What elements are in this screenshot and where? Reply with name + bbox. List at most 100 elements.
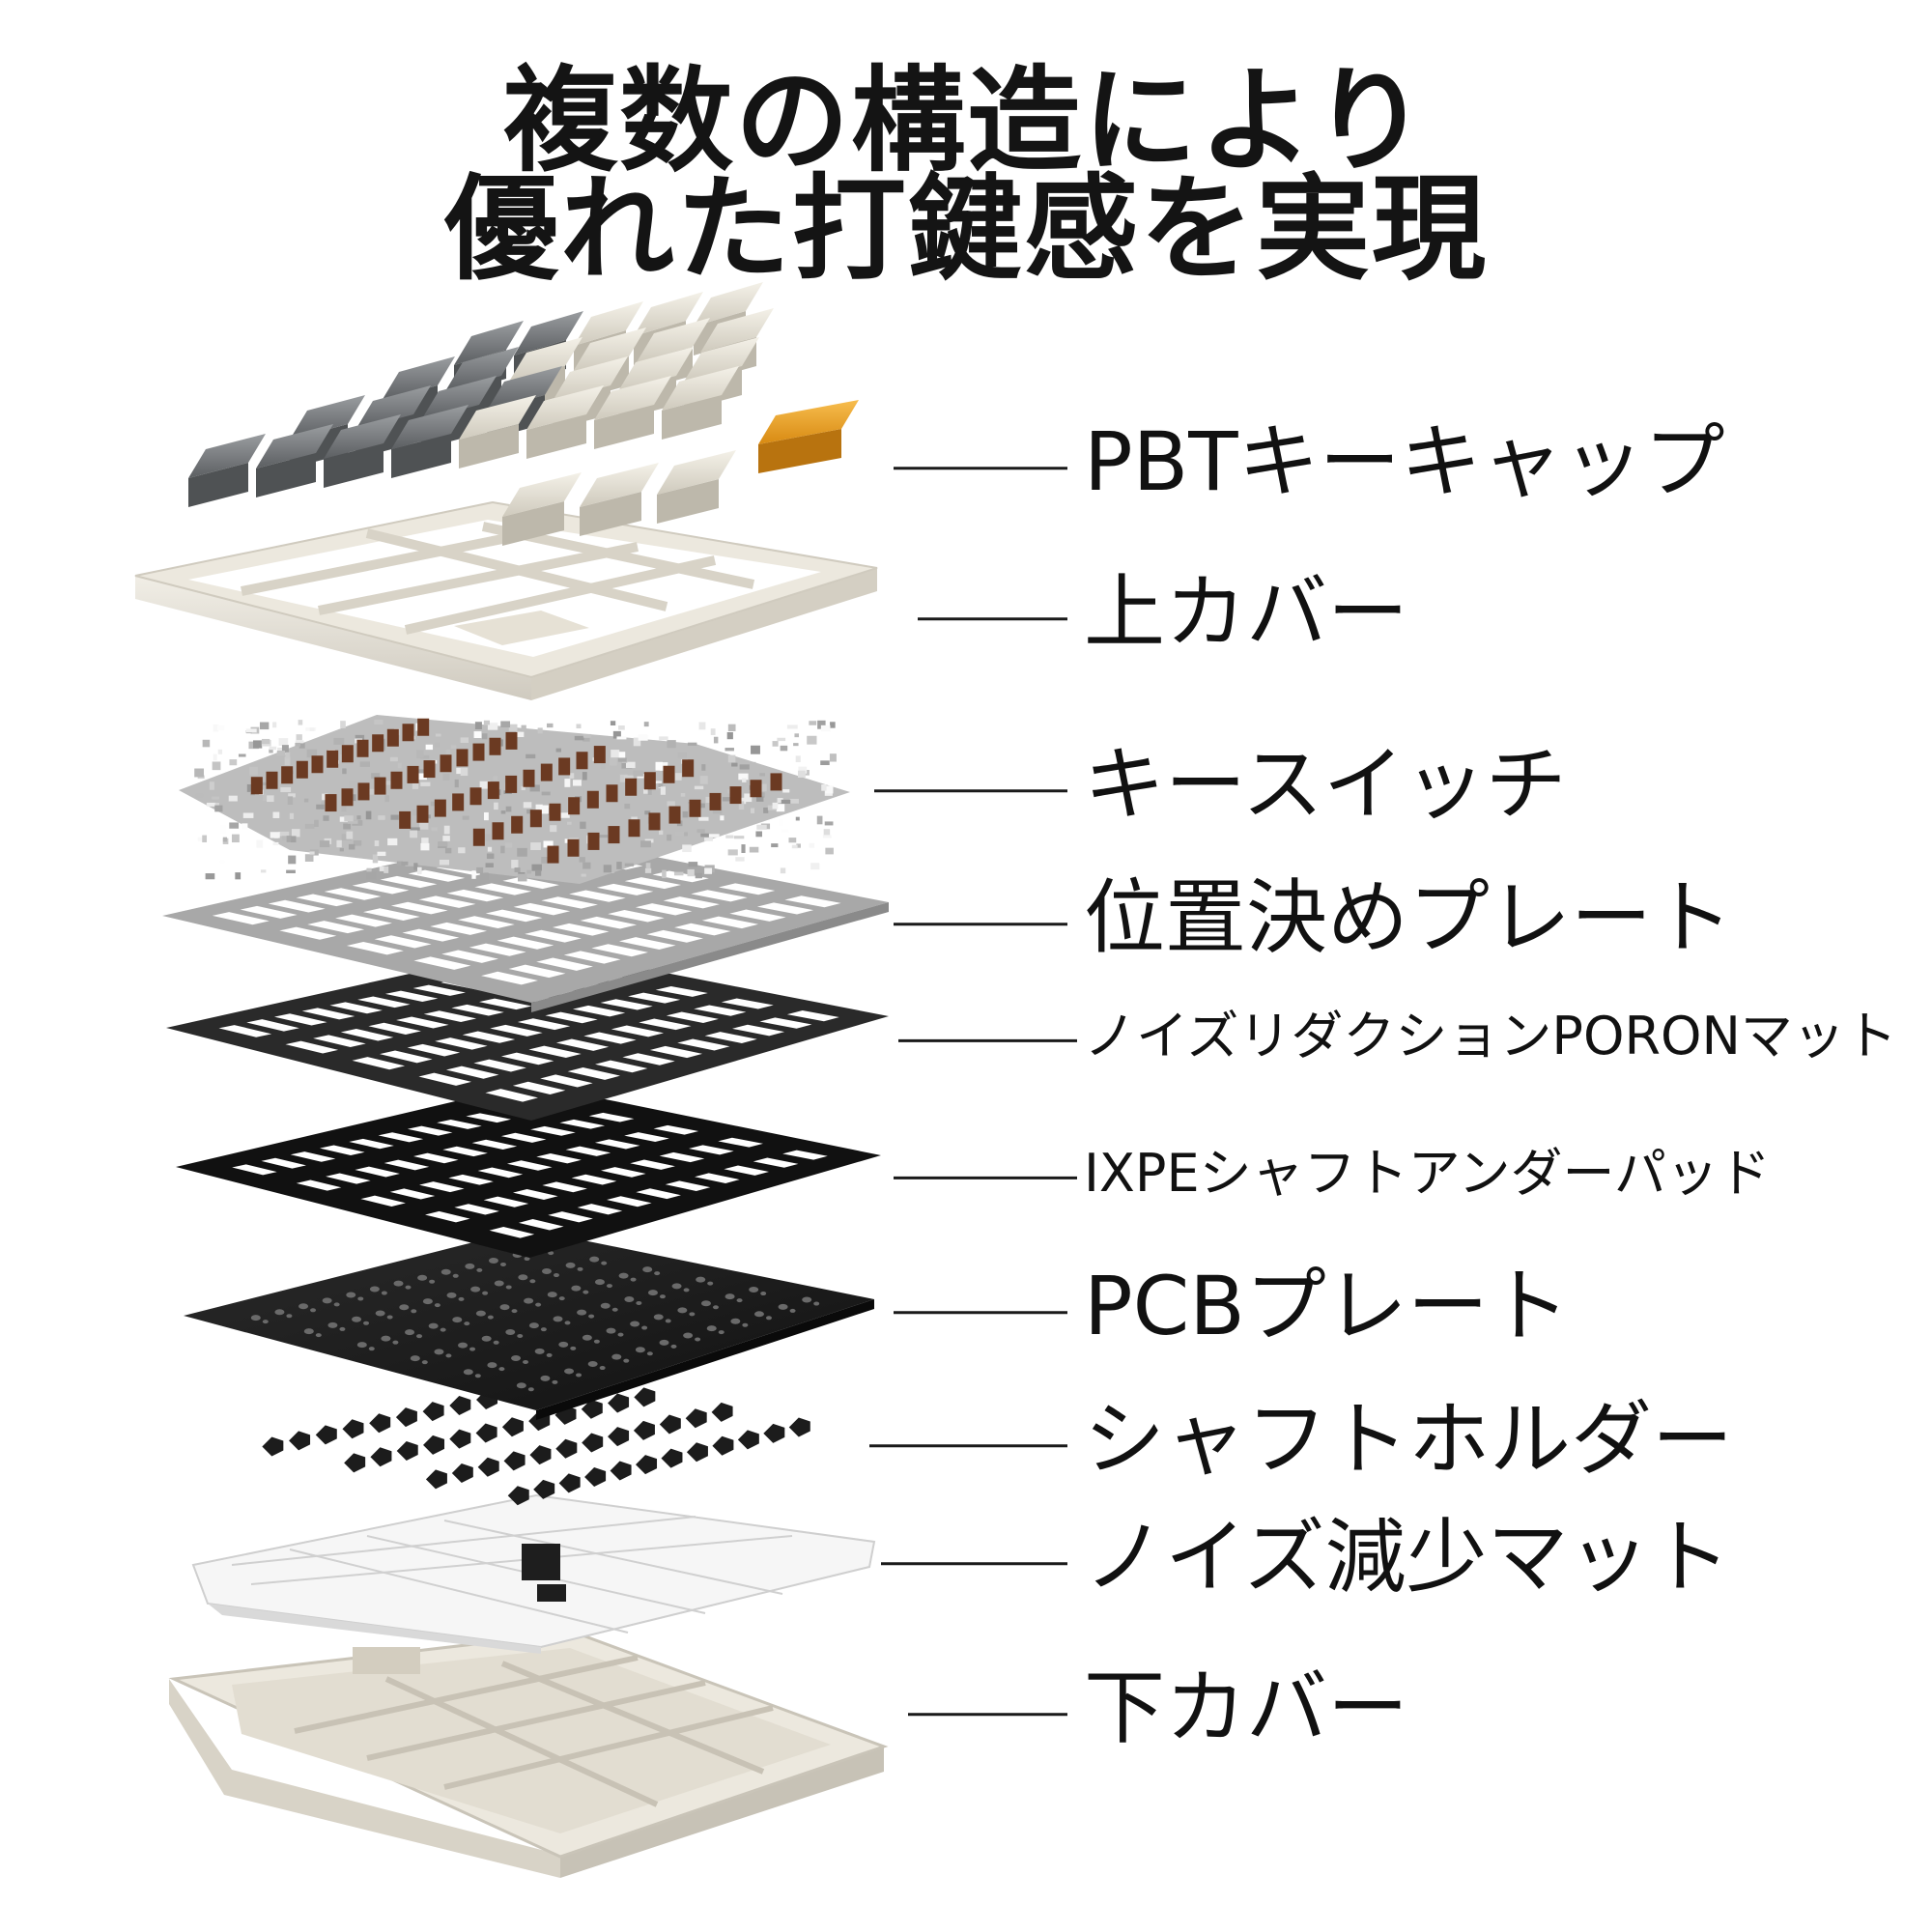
switch-texture-speck: [417, 773, 427, 781]
label-shaft-holder: シャフトホルダー: [1084, 1392, 1734, 1487]
poron-hole: [418, 1072, 471, 1086]
switch-texture-speck: [377, 851, 386, 857]
plate-hole: [497, 936, 554, 950]
keycap-light: [553, 356, 628, 401]
switch-texture-speck: [638, 734, 648, 741]
switch-stem: [407, 765, 419, 783]
switch-texture-speck: [530, 842, 541, 851]
switch-texture-speck: [647, 786, 652, 795]
ixpe-hole: [290, 1151, 336, 1162]
shaft-holder: [661, 1448, 683, 1468]
keycap-dark-side: [256, 453, 316, 497]
switch-texture-speck: [625, 761, 636, 769]
switch-texture-speck: [824, 821, 834, 826]
switch-stem: [356, 739, 369, 757]
pcb-hole: [422, 1298, 433, 1305]
switch-stem: [625, 778, 638, 796]
keycap-light: [509, 337, 582, 382]
pcb-hole: [346, 1292, 356, 1298]
switch-texture-speck: [438, 842, 448, 847]
switch-texture-speck: [348, 843, 355, 850]
switch-texture-speck: [416, 750, 424, 758]
switch-stem: [325, 794, 337, 812]
plate-hole: [430, 922, 488, 935]
switch-texture-speck: [581, 873, 586, 877]
switch-texture-speck: [539, 805, 549, 814]
poron-hole: [246, 1019, 299, 1032]
switch-texture-speck: [212, 796, 219, 800]
switch-texture-speck: [384, 866, 389, 873]
pcb-hole: [429, 1279, 436, 1284]
switch-stem: [576, 752, 588, 770]
switch-texture-speck: [825, 847, 834, 855]
plate-hole: [279, 926, 337, 940]
switch-texture-speck: [511, 860, 519, 868]
pcb-hole: [611, 1307, 618, 1312]
pcb-hole: [653, 1314, 664, 1321]
title-line-2: 優れた打鍵感を実現: [443, 162, 1488, 296]
pcb-hole: [505, 1285, 512, 1290]
switch-texture-speck: [235, 872, 242, 880]
pcb-hole: [399, 1304, 410, 1311]
switch-stem: [390, 771, 403, 789]
pcb-hole: [357, 1296, 364, 1301]
switch-texture-speck: [195, 793, 204, 798]
shaft-holder: [685, 1408, 707, 1429]
switch-texture-speck: [603, 865, 612, 873]
switch-stem: [440, 754, 452, 773]
plate-hole: [508, 964, 566, 979]
pcb-hole: [577, 1309, 587, 1316]
switch-texture-speck: [569, 773, 575, 779]
switch-texture-speck: [705, 796, 713, 804]
pcb-hole: [753, 1311, 764, 1318]
switch-stem: [327, 750, 339, 768]
plate-hole: [408, 869, 466, 882]
switch-texture-speck: [579, 857, 585, 863]
label-top-cover: 上カバー: [1084, 565, 1409, 660]
switch-stem: [593, 746, 606, 764]
pcb-hole: [511, 1309, 518, 1314]
ixpe-hole: [630, 1159, 675, 1170]
switch-texture-speck: [238, 753, 246, 757]
poron-hole: [340, 1029, 394, 1041]
switch-texture-speck: [390, 814, 399, 820]
switch-texture-speck: [600, 760, 606, 770]
pcb-hole: [458, 1342, 469, 1349]
pcb-hole: [535, 1302, 542, 1307]
switch-texture-speck: [413, 863, 418, 870]
pcb-hole: [381, 1335, 391, 1342]
switch-stem: [608, 826, 620, 844]
pcb-hole: [570, 1346, 577, 1350]
switch-texture-speck: [420, 842, 430, 851]
switch-texture-speck: [645, 863, 651, 868]
switch-texture-speck: [480, 834, 492, 841]
pcb-hole: [718, 1330, 724, 1335]
ixpe-hole: [512, 1188, 558, 1201]
pcb-hole: [405, 1285, 412, 1290]
switch-texture-speck: [633, 770, 643, 777]
pcb-hole: [630, 1277, 637, 1282]
switch-texture-speck: [458, 847, 466, 854]
pcb-hole: [469, 1347, 476, 1351]
plate-hole: [513, 902, 571, 916]
ixpe-hole: [607, 1196, 652, 1208]
plate-hole: [457, 916, 515, 929]
keycap-accent: [758, 400, 859, 444]
switch-texture-speck: [526, 809, 533, 814]
keycap-dark: [324, 414, 401, 459]
switch-texture-speck: [378, 815, 385, 820]
switch-texture-speck: [829, 753, 837, 762]
switch-texture-speck: [643, 788, 650, 794]
switch-texture-speck: [796, 843, 801, 848]
switch-texture-speck: [434, 742, 440, 748]
pcb-hole: [712, 1305, 719, 1310]
pcb-hole: [523, 1360, 529, 1365]
keycap-light: [662, 366, 739, 411]
pcb-hole: [529, 1279, 536, 1284]
poron-hole: [572, 1005, 626, 1017]
switch-texture-speck: [755, 796, 764, 802]
switch-texture-speck: [505, 806, 512, 812]
pcb-hole: [458, 1296, 465, 1301]
switch-texture-speck: [535, 804, 543, 810]
plate-hole: [502, 876, 559, 890]
